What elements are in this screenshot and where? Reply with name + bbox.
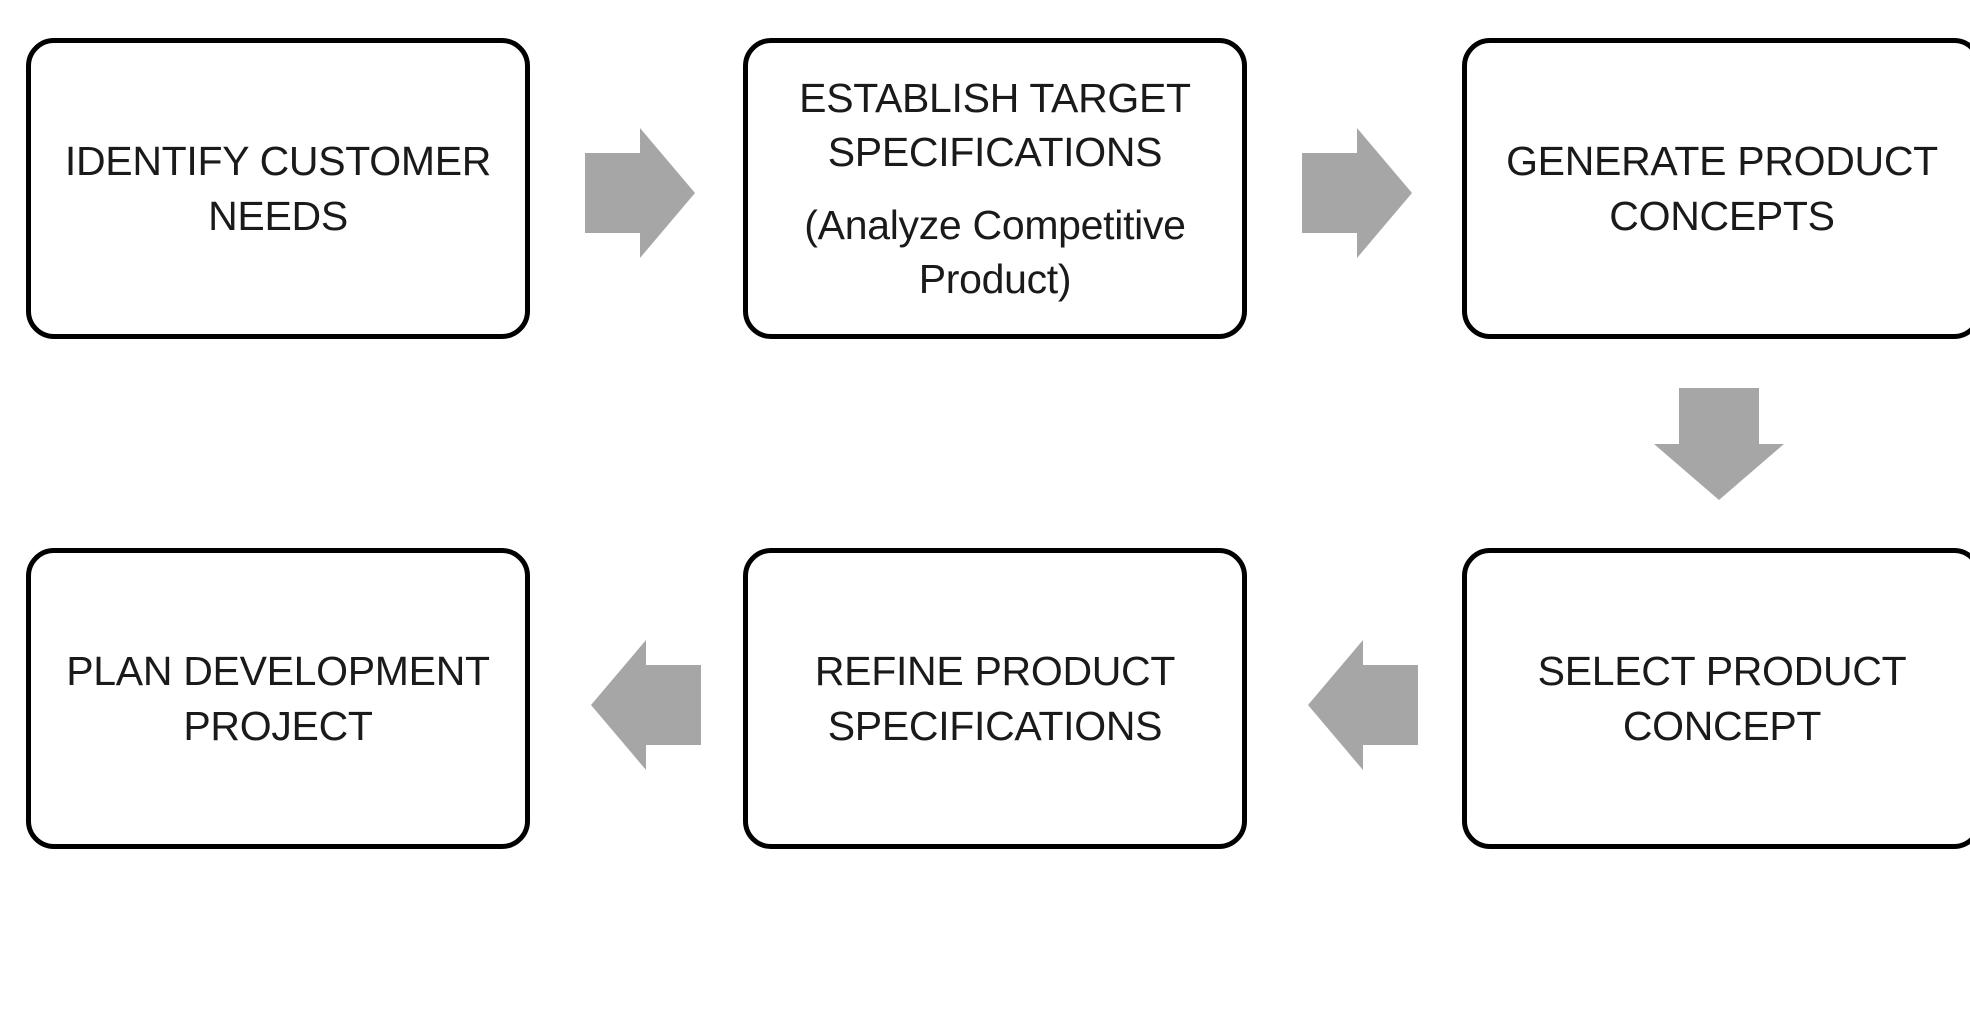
step-label-line: PLAN DEVELOPMENT: [66, 648, 490, 695]
left-arrow-icon: [591, 640, 701, 770]
step-select-product-concept: SELECT PRODUCT CONCEPT: [1462, 548, 1970, 849]
step-identify-customer-needs: IDENTIFY CUSTOMER NEEDS: [26, 38, 530, 339]
step-note-line: (Analyze Competitive: [804, 201, 1186, 248]
left-arrow-icon: [1308, 640, 1418, 770]
step-establish-target-specifications: ESTABLISH TARGET SPECIFICATIONS (Analyze…: [743, 38, 1247, 339]
right-arrow-icon: [1302, 128, 1412, 258]
step-label-line: SPECIFICATIONS: [827, 129, 1163, 176]
right-arrow-icon: [585, 128, 695, 258]
step-note: (Analyze Competitive Product): [804, 198, 1186, 306]
down-arrow-icon: [1654, 388, 1784, 500]
step-label-line: ESTABLISH TARGET: [799, 75, 1191, 122]
step-label-line: NEEDS: [208, 192, 348, 239]
step-refine-product-specifications: REFINE PRODUCT SPECIFICATIONS: [743, 548, 1247, 849]
step-label-line: GENERATE PRODUCT: [1506, 138, 1938, 185]
step-label-line: SELECT PRODUCT: [1537, 648, 1907, 695]
step-label-line: IDENTIFY CUSTOMER: [64, 138, 492, 185]
step-label-line: CONCEPTS: [1609, 192, 1835, 239]
step-note-line: Product): [918, 255, 1072, 302]
step-generate-product-concepts: GENERATE PRODUCT CONCEPTS: [1462, 38, 1970, 339]
step-label-line: SPECIFICATIONS: [827, 702, 1163, 749]
step-plan-development-project: PLAN DEVELOPMENT PROJECT: [26, 548, 530, 849]
step-label-line: CONCEPT: [1622, 702, 1822, 749]
step-label-line: REFINE PRODUCT: [814, 648, 1176, 695]
step-label-line: PROJECT: [183, 702, 373, 749]
